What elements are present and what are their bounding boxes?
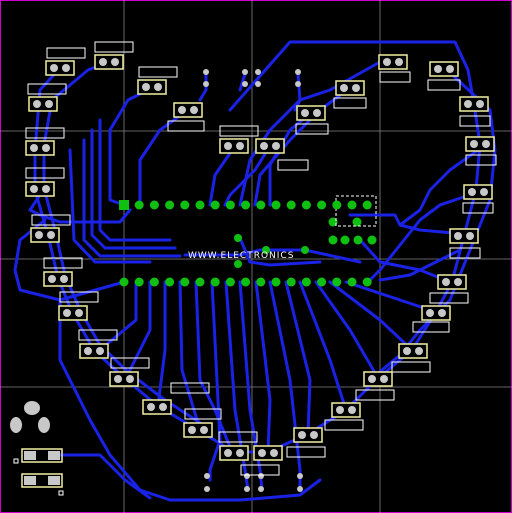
ic-pin[interactable] — [225, 277, 235, 287]
green-vias[interactable] — [234, 217, 377, 269]
copper-traces[interactable] — [13, 40, 497, 502]
ic-pin[interactable] — [119, 200, 129, 210]
silkscreen-text: WWW.ELECTRONICS — [188, 251, 295, 261]
footprint[interactable] — [449, 228, 479, 244]
footprint[interactable] — [94, 54, 124, 70]
ic-pin[interactable] — [271, 200, 281, 210]
ic-pin-rows[interactable] — [119, 200, 372, 287]
ic-pin[interactable] — [362, 277, 372, 287]
footprint[interactable] — [465, 136, 495, 152]
ic-pin[interactable] — [210, 200, 220, 210]
footprint[interactable] — [255, 138, 285, 154]
ic-pin[interactable] — [332, 277, 342, 287]
footprint[interactable] — [335, 80, 365, 96]
ic-pin[interactable] — [301, 200, 311, 210]
footprint[interactable] — [363, 371, 393, 387]
ic-pin[interactable] — [362, 200, 372, 210]
ic-pin[interactable] — [332, 200, 342, 210]
ic-pin[interactable] — [271, 277, 281, 287]
ic-pin[interactable] — [256, 200, 266, 210]
footprint[interactable] — [429, 61, 459, 77]
via-holes[interactable] — [203, 69, 303, 492]
footprint[interactable] — [378, 54, 408, 70]
footprint[interactable] — [79, 343, 109, 359]
footprint[interactable] — [293, 427, 323, 443]
ic-pin[interactable] — [225, 200, 235, 210]
ic-pin[interactable] — [134, 200, 144, 210]
footprint[interactable] — [142, 399, 172, 415]
footprint[interactable] — [421, 305, 451, 321]
footprint[interactable] — [58, 305, 88, 321]
ic-pin[interactable] — [256, 277, 266, 287]
footprint[interactable] — [459, 96, 489, 112]
ic-pin[interactable] — [317, 277, 327, 287]
ic-pin[interactable] — [149, 200, 159, 210]
footprint[interactable] — [437, 274, 467, 290]
footprint[interactable] — [137, 79, 167, 95]
footprint[interactable] — [183, 422, 213, 438]
footprint[interactable] — [28, 96, 58, 112]
bottom-left-components[interactable] — [10, 401, 64, 496]
footprint[interactable] — [398, 343, 428, 359]
ic-pin[interactable] — [134, 277, 144, 287]
ic-pin[interactable] — [286, 200, 296, 210]
ic-pin[interactable] — [301, 277, 311, 287]
ic-pin[interactable] — [180, 277, 190, 287]
footprint[interactable] — [296, 105, 326, 121]
ic-pin[interactable] — [149, 277, 159, 287]
footprint[interactable] — [173, 102, 203, 118]
ic-pin[interactable] — [180, 200, 190, 210]
footprint[interactable] — [219, 138, 249, 154]
two-pin-footprints[interactable] — [25, 54, 495, 461]
ic-pin[interactable] — [195, 277, 205, 287]
footprint[interactable] — [45, 60, 75, 76]
silkscreen-outlines — [25, 41, 497, 476]
footprint[interactable] — [43, 271, 73, 287]
footprint[interactable] — [253, 445, 283, 461]
footprint[interactable] — [331, 402, 361, 418]
ic-pin[interactable] — [165, 277, 175, 287]
ic-pin[interactable] — [241, 200, 251, 210]
ic-pin[interactable] — [119, 277, 129, 287]
ic-pin[interactable] — [195, 200, 205, 210]
ic-pin[interactable] — [286, 277, 296, 287]
footprint[interactable] — [25, 140, 55, 156]
ic-pin[interactable] — [210, 277, 220, 287]
ic-pin[interactable] — [347, 277, 357, 287]
footprint[interactable] — [109, 371, 139, 387]
ic-pin[interactable] — [241, 277, 251, 287]
footprint[interactable] — [25, 181, 55, 197]
ic-pin[interactable] — [347, 200, 357, 210]
footprint[interactable] — [30, 227, 60, 243]
ic-pin[interactable] — [165, 200, 175, 210]
ic-pin[interactable] — [317, 200, 327, 210]
footprint[interactable] — [463, 184, 493, 200]
footprint[interactable] — [219, 445, 249, 461]
